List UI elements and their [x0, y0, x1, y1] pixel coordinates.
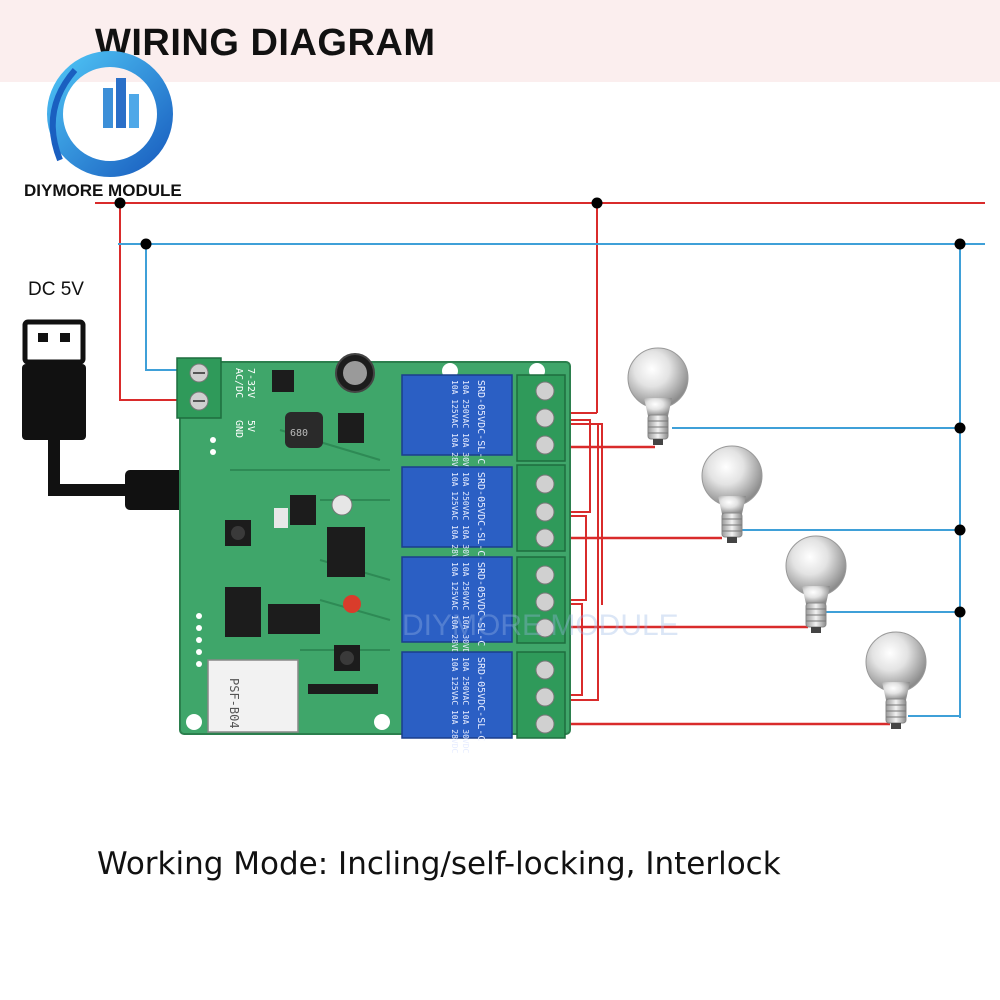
- bulb-4: [865, 631, 927, 729]
- junction-dots: [114, 197, 966, 618]
- brand-name: DIYMORE MODULE: [24, 181, 182, 200]
- neutral-wire: [118, 243, 985, 718]
- relay-1-rating-1: 10A 250VAC 10A 30VDC: [461, 380, 470, 477]
- relay-2-rating-2: 10A 125VAC 10A 28VDC: [450, 472, 459, 569]
- relay-3-model: SRD-05VDC-SL-C: [475, 562, 486, 646]
- terminal-label-gnd: GND: [233, 420, 244, 438]
- relay-1-model: SRD-05VDC-SL-C: [475, 380, 486, 464]
- relay-3-rating-1: 10A 250VAC 10A 30VDC: [461, 562, 470, 659]
- relay-4-rating-2: 10A 125VAC 10A 28VDC: [450, 657, 459, 754]
- bulb-3: [785, 535, 847, 633]
- relay-4-rating-1: 10A 250VAC 10A 30VDC: [461, 657, 470, 754]
- watermark: DIYMORE MODULE: [402, 609, 679, 642]
- terminal-label-voltage: 7-32V: [245, 368, 256, 398]
- brand-logo: [47, 51, 173, 177]
- power-label: DC 5V: [28, 279, 84, 300]
- terminal-label-5v: 5V: [245, 420, 256, 432]
- relay-1: SRD-05VDC-SL-C 10A 250VAC 10A 30VDC 10A …: [401, 374, 513, 477]
- terminal-label-acdc: AC/DC: [233, 368, 244, 398]
- relay-2-model: SRD-05VDC-SL-C: [475, 472, 486, 556]
- wifi-module-label: PSF-B04: [227, 678, 241, 729]
- working-mode-caption: Working Mode: Incling/self-locking, Inte…: [97, 846, 781, 882]
- lamp-returns: [672, 427, 960, 717]
- relay-2: SRD-05VDC-SL-C 10A 250VAC 10A 30VDC 10A …: [401, 466, 513, 569]
- header-band: [0, 0, 1000, 82]
- output-terminals: [516, 374, 566, 739]
- page-title: WIRING DIAGRAM: [95, 22, 436, 64]
- relay-1-rating-2: 10A 125VAC 10A 28VDC: [450, 380, 459, 477]
- bulb-2: [701, 445, 763, 543]
- inductor-label: 680: [290, 428, 308, 439]
- relay-4-model: SRD-05VDC-SL-C: [475, 657, 486, 741]
- relay-2-rating-1: 10A 250VAC 10A 30VDC: [461, 472, 470, 569]
- relay-4: SRD-05VDC-SL-C 10A 250VAC 10A 30VDC 10A …: [401, 651, 513, 754]
- relay-3: SRD-05VDC-SL-C 10A 250VAC 10A 30VDC 10A …: [401, 556, 513, 659]
- usb-plug: [22, 319, 204, 510]
- relay-3-rating-2: 10A 125VAC 10A 28VDC: [450, 562, 459, 659]
- bulb-1: [627, 347, 689, 445]
